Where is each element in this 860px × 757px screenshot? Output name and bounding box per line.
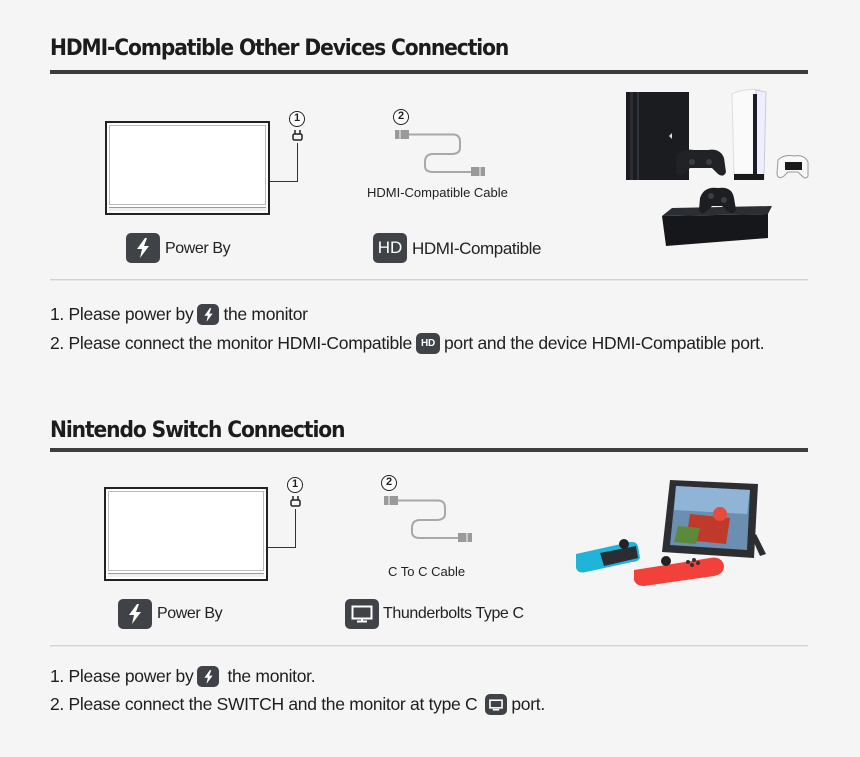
step-1-badge: 1: [289, 111, 305, 127]
power-by-label: Power By: [165, 240, 231, 257]
title-divider: [50, 70, 808, 74]
instruction-1-prefix: 1. Please power by: [50, 666, 194, 686]
lightning-bolt-icon: [197, 304, 220, 325]
monitor-icon: [485, 694, 508, 715]
step-2-badge: 2: [381, 475, 397, 491]
title-divider: [50, 448, 808, 452]
instruction-2-suffix: port.: [511, 694, 545, 714]
cable-label: C To C Cable: [388, 564, 466, 579]
power-by-label: Power By: [157, 605, 223, 622]
type-c-cable-icon: [384, 496, 472, 542]
type-c-port-label: Thunderbolts Type C: [383, 605, 524, 622]
hdmi-cable-icon: [395, 130, 485, 176]
instruction-1-suffix: the monitor: [223, 304, 308, 324]
nintendo-switch-image: [576, 480, 766, 586]
hdmi-port-label: HDMI-Compatible: [412, 239, 542, 258]
section-divider: [50, 279, 808, 281]
section-title-hdmi: HDMI-Compatible Other Devices Connection: [50, 36, 509, 61]
hd-icon: HD: [373, 233, 407, 263]
power-wire: [270, 181, 298, 182]
instruction-line-2: 2. Please connect the SWITCH and the mon…: [50, 694, 545, 715]
instruction-1-prefix: 1. Please power by: [50, 304, 194, 324]
cable-label: HDMI-Compatible Cable: [367, 185, 508, 200]
lightning-bolt-icon: [118, 599, 152, 629]
monitor-diagram: [105, 121, 270, 215]
game-consoles-image: [626, 89, 809, 246]
lightning-bolt-icon: [197, 666, 220, 687]
power-wire-vertical: [297, 143, 298, 182]
instruction-2-suffix: port and the device HDMI-Compatible port…: [443, 333, 765, 353]
power-wire: [268, 547, 296, 548]
instruction-line-1: 1. Please power by the monitor: [50, 304, 308, 325]
section-title-switch: Nintendo Switch Connection: [50, 418, 346, 443]
instruction-line-1: 1. Please power by the monitor.: [50, 666, 316, 687]
step-2-badge: 2: [393, 109, 409, 125]
instruction-2-prefix: 2. Please connect the monitor HDMI-Compa…: [50, 333, 412, 353]
power-plug-icon: [292, 130, 303, 141]
power-plug-icon: [290, 496, 301, 507]
section-divider: [50, 645, 808, 647]
lightning-bolt-icon: [126, 233, 160, 263]
instruction-2-prefix: 2. Please connect the SWITCH and the mon…: [50, 694, 478, 714]
monitor-icon: [345, 599, 379, 629]
instruction-1-suffix: the monitor.: [227, 666, 316, 686]
step-1-badge: 1: [287, 477, 303, 493]
instruction-line-2: 2. Please connect the monitor HDMI-Compa…: [50, 333, 765, 354]
hd-icon: HD: [415, 333, 440, 354]
monitor-diagram: [104, 487, 268, 581]
power-wire-vertical: [295, 509, 296, 548]
